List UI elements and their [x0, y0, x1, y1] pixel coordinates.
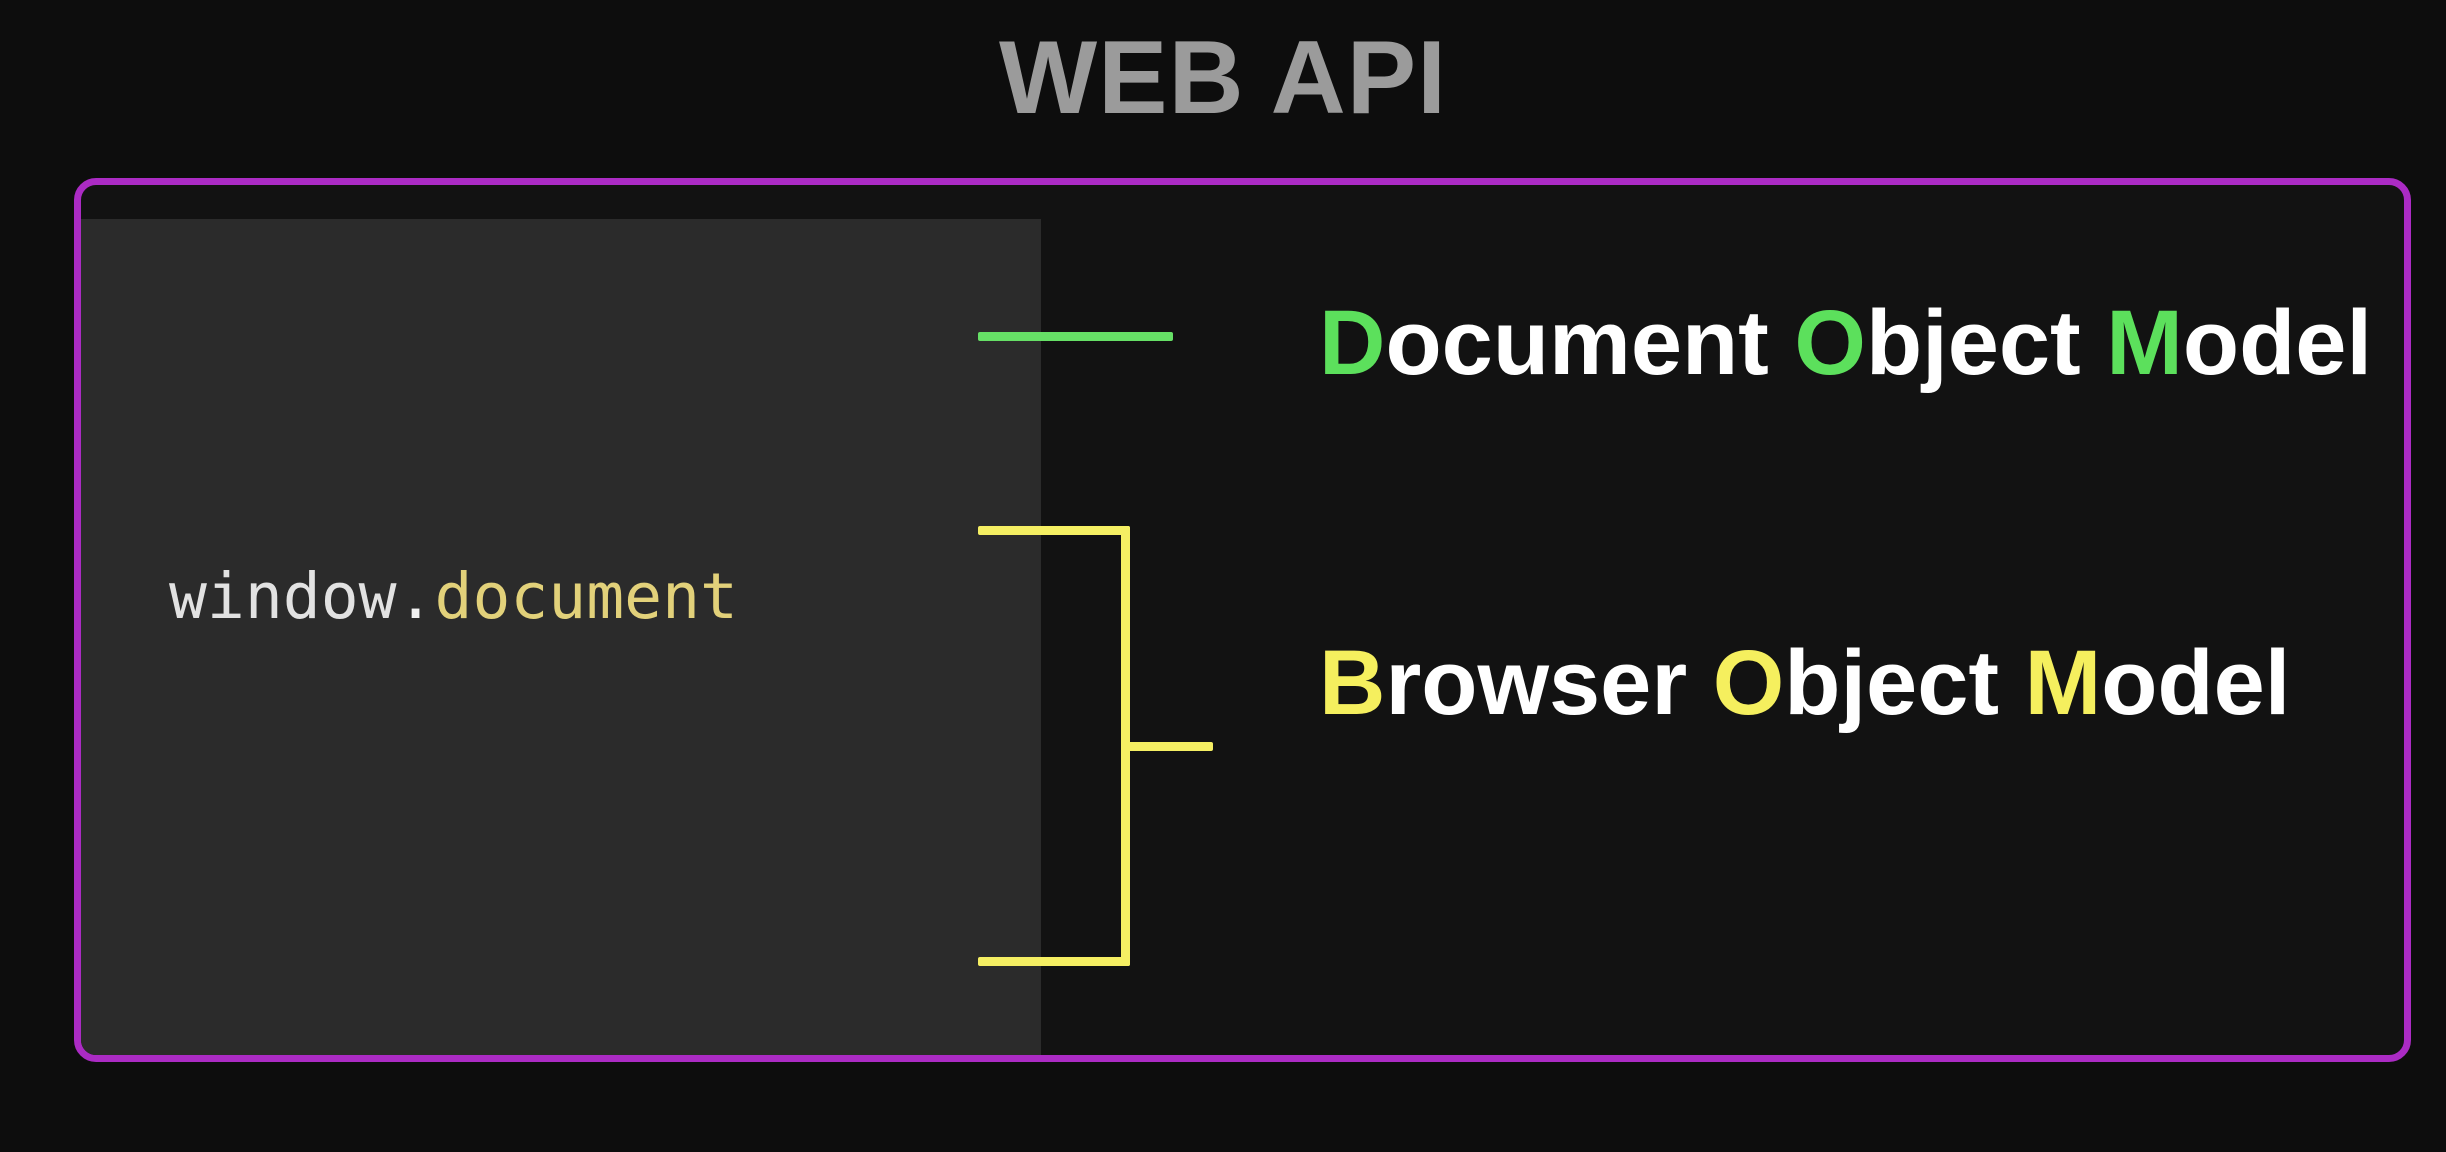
dom-rest-ocument: ocument [1385, 292, 1769, 394]
code-surface [81, 219, 1041, 1055]
bom-initial-b: B [1319, 632, 1386, 734]
bracket-bottom-arm [978, 957, 1130, 966]
bom-initial-m: M [2024, 632, 2102, 734]
dom-initial-d: D [1319, 292, 1386, 394]
web-api-card: window.document window.location window.n… [74, 178, 2411, 1062]
code-dot: . [396, 560, 435, 633]
page-title: WEB API [998, 20, 1448, 136]
code-line-document: window.document [169, 547, 776, 647]
dom-space [1769, 292, 1795, 394]
bom-rest-rowser: rowser [1385, 632, 1688, 734]
dom-space-2 [2081, 292, 2107, 394]
label-browser-object-model: Browser Object Model [1319, 637, 2290, 729]
label-document-object-model: Document Object Model [1319, 297, 2372, 389]
bracket-stem [1121, 742, 1213, 751]
dom-rest-odel: odel [2182, 292, 2373, 394]
code-property-document: document [434, 560, 738, 633]
bom-rest-bject: bject [1784, 632, 2000, 734]
bom-rest-odel: odel [2101, 632, 2291, 734]
bracket-top-arm [978, 526, 1130, 535]
dom-initial-m: M [2106, 292, 2183, 394]
dom-initial-o: O [1794, 292, 1866, 394]
connector-bracket-bom [978, 526, 1213, 966]
code-listing: window.document window.location window.n… [169, 247, 776, 1152]
dom-rest-bject: bject [1865, 292, 2081, 394]
bom-initial-o: O [1712, 632, 1785, 734]
bom-space-2 [1999, 632, 2025, 734]
code-blank-line [169, 947, 776, 1029]
connector-line-dom [978, 332, 1173, 341]
code-object-window: window [169, 560, 397, 633]
bom-space [1687, 632, 1713, 734]
